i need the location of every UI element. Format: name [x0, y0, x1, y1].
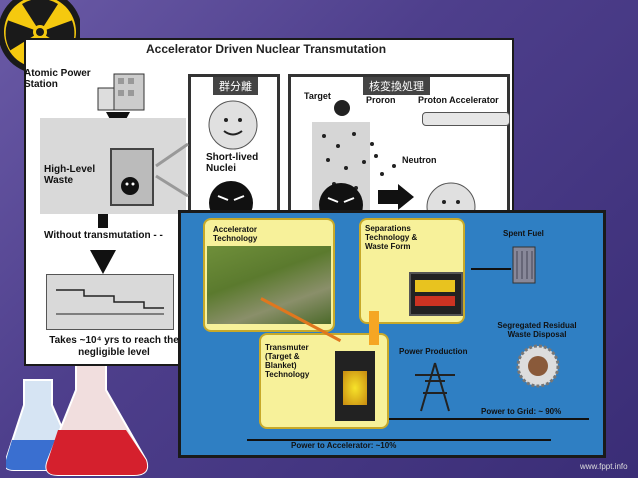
- accelerator-label: Accelerator Technology: [213, 225, 258, 243]
- power-tower-icon: [415, 362, 455, 412]
- target-label: Target: [304, 91, 331, 101]
- high-level-waste-label: High-Level Waste: [44, 164, 96, 186]
- proron-label: Proron: [366, 95, 396, 105]
- decay-graph: [46, 274, 174, 330]
- accelerator-photo: [207, 246, 331, 324]
- angry-nucleus-icon: [209, 181, 253, 214]
- without-transmutation-label: Without transmutation - -: [44, 230, 163, 241]
- waste-particle-icon: [121, 177, 139, 195]
- segregated-label: Segregated Residual Waste Disposal: [497, 321, 577, 339]
- accelerator-box: Accelerator Technology: [203, 218, 335, 332]
- smiley-nucleus-icon: [208, 100, 258, 150]
- flow-arrows: [155, 142, 189, 198]
- power-production-label: Power Production: [399, 347, 468, 356]
- footer-site: www.fppt.info: [580, 462, 628, 471]
- down-bar: [98, 214, 108, 228]
- waste-canister: [110, 148, 154, 206]
- neutron-label: Neutron: [402, 155, 437, 165]
- separations-label: Separations Technology & Waste Form: [365, 224, 418, 251]
- decay-curve: [56, 289, 164, 315]
- power-station-icon: [97, 73, 145, 111]
- back-title: Accelerator Driven Nuclear Transmutation: [146, 42, 387, 56]
- right-arrow: [378, 190, 398, 204]
- transmuter-label: Transmuter (Target & Blanket) Technology: [265, 343, 310, 379]
- accelerator-return-line: [247, 439, 551, 441]
- accelerator-tube: [422, 112, 510, 126]
- transmuter-box: Transmuter (Target & Blanket) Technology: [259, 333, 389, 429]
- front-diagram-card: Accelerator Technology Separations Techn…: [178, 210, 606, 458]
- smiley-nucleus-icon-2: [426, 182, 476, 214]
- right-arrow-head: [398, 184, 414, 210]
- transmuter-core: [335, 351, 375, 421]
- double-arrow: [369, 311, 379, 345]
- transmutation-header: 核変換処理: [363, 77, 430, 95]
- atomic-power-label: Atomic Power Station: [24, 68, 91, 90]
- takes-years-label: Takes ~10⁴ yrs to reach the negligible l…: [49, 335, 179, 358]
- proton-accelerator-label: Proton Accelerator: [418, 95, 499, 105]
- grid-line: [389, 418, 589, 420]
- angry-nucleus-icon-2: [319, 183, 363, 214]
- target-particle-icon: [334, 100, 350, 116]
- power-to-accelerator-label: Power to Accelerator: ~10%: [291, 441, 397, 450]
- spent-fuel-icon: [512, 246, 536, 284]
- separations-box: Separations Technology & Waste Form: [359, 218, 465, 324]
- power-to-grid-label: Power to Grid: ~ 90%: [481, 407, 562, 416]
- disposal-icon: [516, 344, 560, 388]
- separation-header: 群分離: [213, 77, 258, 95]
- short-lived-label: Short-lived Nuclei: [206, 152, 259, 174]
- fuel-arrow: [471, 268, 511, 270]
- beaker-icon: [6, 359, 149, 476]
- down-arrow-2: [90, 250, 116, 274]
- separations-apparatus: [409, 272, 463, 316]
- spent-fuel-label: Spent Fuel: [503, 229, 544, 238]
